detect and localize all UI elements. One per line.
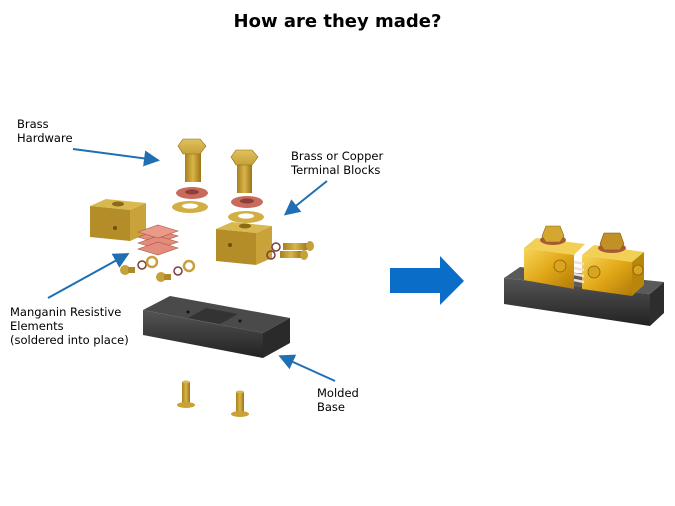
resistive-strips xyxy=(573,260,585,284)
label-line: Molded xyxy=(317,386,359,400)
washer-copper-right xyxy=(231,196,263,208)
washer-brass-right xyxy=(228,211,264,223)
label-line: Elements xyxy=(10,319,64,333)
ring-small-2 xyxy=(173,259,196,276)
screw-small-1 xyxy=(120,265,135,275)
callout-arrow-terminal-blocks xyxy=(283,180,328,216)
screw-side-1 xyxy=(271,241,314,252)
assembled-shunt xyxy=(504,225,664,326)
label-brass-hardware: Brass Hardware xyxy=(17,117,73,145)
screw-small-2 xyxy=(156,272,171,282)
callout-arrow-molded-base xyxy=(278,354,336,382)
screw-side-2 xyxy=(266,250,308,260)
label-line: Brass or Copper xyxy=(291,149,384,163)
label-line: Hardware xyxy=(17,131,73,145)
molded-base xyxy=(143,296,290,358)
label-line: (soldered into place) xyxy=(10,333,129,347)
washer-copper-left xyxy=(176,187,208,199)
label-line: Terminal Blocks xyxy=(291,163,381,177)
label-line: Brass xyxy=(17,117,49,131)
slide-title: How are they made? xyxy=(233,11,442,32)
label-molded-base: Molded Base xyxy=(317,386,359,414)
label-line: Manganin Resistive xyxy=(10,305,122,319)
label-line: Base xyxy=(317,400,346,414)
terminal-block-left xyxy=(90,199,146,241)
terminal-block-right xyxy=(216,222,272,265)
label-resistive-elements: Manganin Resistive Elements (soldered in… xyxy=(10,305,129,347)
washer-brass-left xyxy=(172,201,208,213)
hex-bolt-left xyxy=(177,138,207,182)
big-right-arrow-icon xyxy=(390,256,464,305)
manganin-elements xyxy=(137,224,179,256)
callout-arrow-brass-hardware xyxy=(72,148,160,167)
hex-bolt-right xyxy=(230,149,259,193)
label-terminal-blocks: Brass or Copper Terminal Blocks xyxy=(291,149,383,177)
rivet-left xyxy=(177,380,195,408)
rivet-right xyxy=(231,390,249,417)
ring-small-1 xyxy=(137,255,159,270)
callout-arrow-resistive-elements xyxy=(47,253,130,299)
